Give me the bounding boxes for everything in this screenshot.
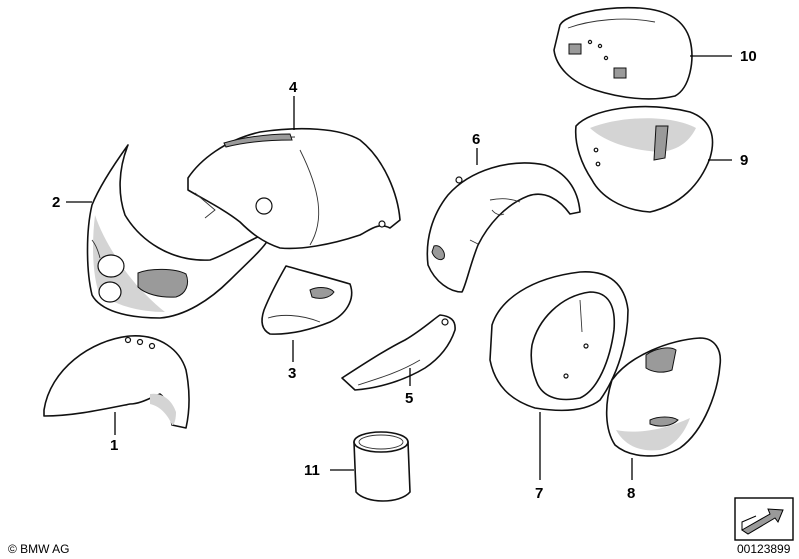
part-pannier-frame	[489, 271, 629, 412]
callout-10: 10	[740, 48, 757, 65]
callout-9: 9	[740, 152, 748, 169]
callout-4: 4	[289, 79, 298, 96]
callout-6: 6	[472, 131, 480, 148]
callout-2: 2	[52, 194, 60, 211]
callout-3: 3	[288, 365, 296, 382]
part-rear-mudguard	[426, 162, 581, 293]
part-tank-cover	[187, 127, 401, 250]
callout-5: 5	[405, 390, 413, 407]
part-front-mudguard	[43, 335, 190, 429]
callout-7: 7	[535, 485, 543, 502]
part-pannier-lid	[605, 337, 722, 457]
part-topcase-lid	[553, 6, 693, 100]
callout-1: 1	[110, 437, 118, 454]
part-topcase-base	[574, 105, 714, 213]
part-fairing	[86, 144, 269, 319]
callout-11: 11	[304, 462, 320, 479]
part-sleeve	[353, 431, 411, 502]
corner-arrow-icon	[734, 497, 794, 541]
diagram-number-label: 00123899	[737, 542, 791, 556]
copyright-label: © BMW AG	[8, 542, 70, 556]
part-trim-strip	[341, 314, 456, 391]
callout-8: 8	[627, 485, 635, 502]
part-bracket-cover	[261, 265, 353, 335]
